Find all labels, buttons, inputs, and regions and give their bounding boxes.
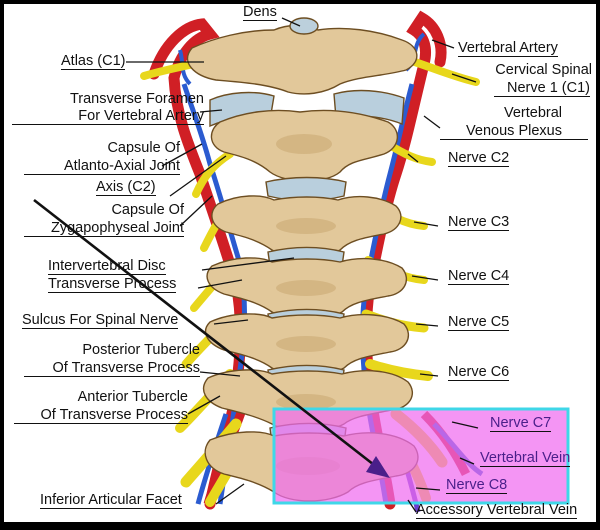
label-posterior-tubercle-1: Posterior Tubercle [82,342,200,358]
label-nerve-c3: Nerve C3 [448,214,510,231]
label-capsule-atlanto-axial-2: Atlanto-Axial Joint [24,158,180,175]
atlas-c1 [186,24,418,95]
label-anterior-tubercle-1: Anterior Tubercle [77,389,188,405]
leader-lines [126,17,479,513]
label-transverse-process: Transverse Process [48,276,177,293]
label-sulcus-spinal-nerve: Sulcus For Spinal Nerve [22,312,179,329]
label-nerve-c2: Nerve C2 [448,150,510,167]
label-transverse-foramen-1: Transverse Foramen [69,91,204,107]
label-capsule-atlanto-axial-1: Capsule Of [107,140,180,156]
label-intervertebral-disc: Intervertebral Disc [48,258,166,275]
label-atlas: Atlas (C1) [61,53,126,70]
label-nerve-c8: Nerve C8 [446,477,508,494]
label-vertebral-artery: Vertebral Artery [458,40,558,57]
label-axis: Axis (C2) [96,179,156,196]
nerve-c6-right [365,359,433,381]
label-vertebral-venous-plexus-2: Venous Plexus [440,123,588,140]
label-transverse-foramen-2: For Vertebral Artery [12,108,204,125]
pointer-arrow-head [366,456,390,478]
label-cervical-spinal-nerve-2: Nerve 1 (C1) [494,80,590,97]
label-nerve-c4: Nerve C4 [448,268,510,285]
spine-illustration [33,10,570,513]
label-dens: Dens [243,4,277,21]
label-cervical-spinal-nerve-1: Cervical Spinal [495,62,592,78]
label-vertebral-venous-plexus-1: Vertebral [503,105,563,121]
label-vertebral-vein: Vertebral Vein [480,450,571,467]
label-anterior-tubercle-2: Of Transverse Process [14,407,188,424]
label-nerve-c7: Nerve C7 [490,415,552,432]
label-nerve-c6: Nerve C6 [448,364,510,381]
label-nerve-c5: Nerve C5 [448,314,510,331]
label-capsule-zygapophyseal-1: Capsule Of [111,202,184,218]
label-capsule-zygapophyseal-2: Zygapophyseal Joint [24,220,184,237]
dens [289,17,319,35]
label-inferior-articular-facet: Inferior Articular Facet [40,492,182,509]
cervical-spine-diagram: Dens Atlas (C1) Vertebral Artery Cervica… [4,4,596,522]
label-posterior-tubercle-2: Of Transverse Process [24,360,200,377]
label-accessory-vertebral-vein: Accessory Vertebral Vein [416,502,578,519]
pointer-arrow [33,198,390,478]
